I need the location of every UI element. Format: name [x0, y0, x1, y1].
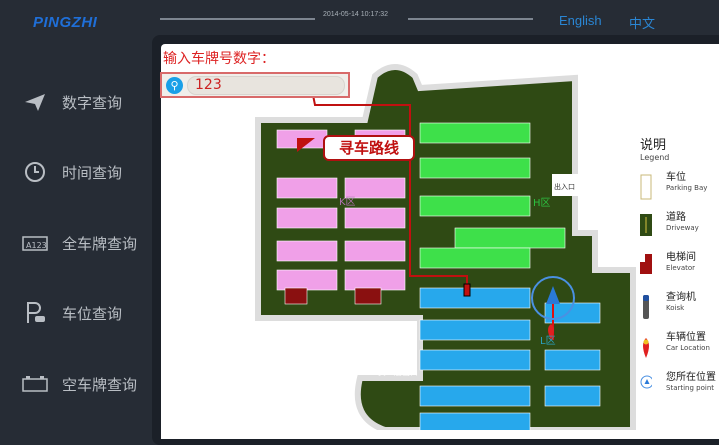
divider: [160, 18, 315, 20]
legend-label: 车辆位置: [666, 332, 706, 343]
parking-block-k: [276, 269, 338, 291]
parking-block-h: [454, 227, 566, 249]
parking-block-k: [276, 177, 338, 199]
sidebar-item-label: 车位查询: [62, 304, 123, 323]
elevator-icon: [640, 254, 652, 274]
datetime: 2014-05-14 10:17:32: [323, 11, 388, 18]
legend-label-en: Koisk: [666, 304, 685, 312]
parking-block-l: [544, 385, 601, 407]
elevator: [284, 287, 308, 305]
zone-label: H区: [533, 197, 551, 209]
kiosk-icon: [643, 295, 649, 319]
elevator: [354, 287, 382, 305]
sidebar-item-label: 时间查询: [62, 163, 123, 182]
search-icon[interactable]: ⚲: [166, 77, 183, 94]
parking-block-k: [344, 207, 406, 229]
plate-number-input[interactable]: 123: [187, 76, 345, 95]
lang-english[interactable]: English: [559, 13, 602, 28]
battery-plate-icon: [22, 373, 48, 395]
parking-block-h: [419, 195, 531, 217]
exit-right-box: [552, 174, 578, 196]
car-marker: [463, 283, 471, 297]
clock-icon: [22, 161, 48, 183]
starting-point-icon: [531, 276, 575, 320]
parking-block-l: [419, 287, 531, 309]
parking-block-k: [276, 240, 338, 262]
legend-label-en: Driveway: [666, 224, 699, 232]
plate-search-box[interactable]: ⚲ 123: [160, 72, 350, 98]
search-prompt: 输入车牌号数字：: [163, 51, 275, 67]
sidebar-item-time-search[interactable]: 时间查询: [22, 157, 152, 187]
parking-block-h: [419, 122, 531, 144]
legend-label-en: Parking Bay: [666, 184, 708, 192]
legend-label-en: Car Location: [666, 344, 710, 352]
legend-label-en: Starting point: [666, 384, 715, 392]
car-location-icon: [548, 324, 554, 340]
parking-bay-icon: [640, 174, 652, 200]
parking-block-l: [419, 385, 531, 407]
license-plate-icon: A123: [22, 232, 48, 254]
sidebar-item-number-search[interactable]: 数字查询: [22, 87, 152, 117]
zone-label: L区: [540, 335, 556, 347]
legend-label-en: Elevator: [666, 264, 696, 272]
parking-map: K区 H区 L区 负一层出口 出入口: [255, 64, 636, 430]
starting-point-icon: [640, 375, 652, 389]
lang-chinese[interactable]: 中文: [629, 16, 656, 31]
paper-plane-icon: [22, 91, 48, 113]
zone-label: K区: [339, 196, 356, 208]
route-start-arrow: [297, 138, 315, 152]
route-label: 寻车路线: [323, 135, 415, 161]
exit-right-label: 出入口: [554, 182, 575, 191]
parking-block-k: [344, 269, 406, 291]
exit-label: 负一层出口: [378, 367, 418, 377]
parking-icon: [22, 302, 48, 324]
starting-point-arrow: [546, 286, 560, 304]
legend-label: 车位: [666, 172, 686, 183]
route-line: [309, 79, 468, 288]
legend-label: 您所在位置: [666, 372, 716, 383]
parking-block-l: [419, 349, 531, 371]
svg-text:A123: A123: [26, 241, 47, 250]
car-location-icon: [643, 338, 649, 358]
sidebar-item-label: 数字查询: [62, 93, 123, 112]
parking-block-h: [419, 157, 531, 179]
legend-label: 电梯间: [666, 252, 696, 263]
legend-title: 说明: [640, 138, 667, 153]
parking-block-k: [344, 240, 406, 262]
divider: [408, 18, 533, 20]
sidebar-item-label: 空车牌查询: [62, 375, 138, 394]
sidebar-item-empty-plate-search[interactable]: 空车牌查询: [22, 369, 152, 399]
parking-block-l: [419, 412, 531, 430]
sidebar-item-space-search[interactable]: 车位查询: [22, 298, 152, 328]
parking-block-l: [419, 319, 531, 341]
legend-label: 查询机: [666, 292, 696, 303]
parking-block-k: [276, 207, 338, 229]
parking-block-h: [419, 247, 531, 269]
sidebar-item-plate-search[interactable]: A123 全车牌查询: [22, 228, 152, 258]
logo: PINGZHI: [33, 14, 98, 31]
parking-block-l: [544, 349, 601, 371]
driveway-icon: [640, 214, 652, 236]
legend-label: 道路: [666, 212, 686, 223]
legend-subtitle: Legend: [640, 153, 670, 162]
sidebar-item-label: 全车牌查询: [62, 234, 138, 253]
parking-block-k: [344, 177, 406, 199]
